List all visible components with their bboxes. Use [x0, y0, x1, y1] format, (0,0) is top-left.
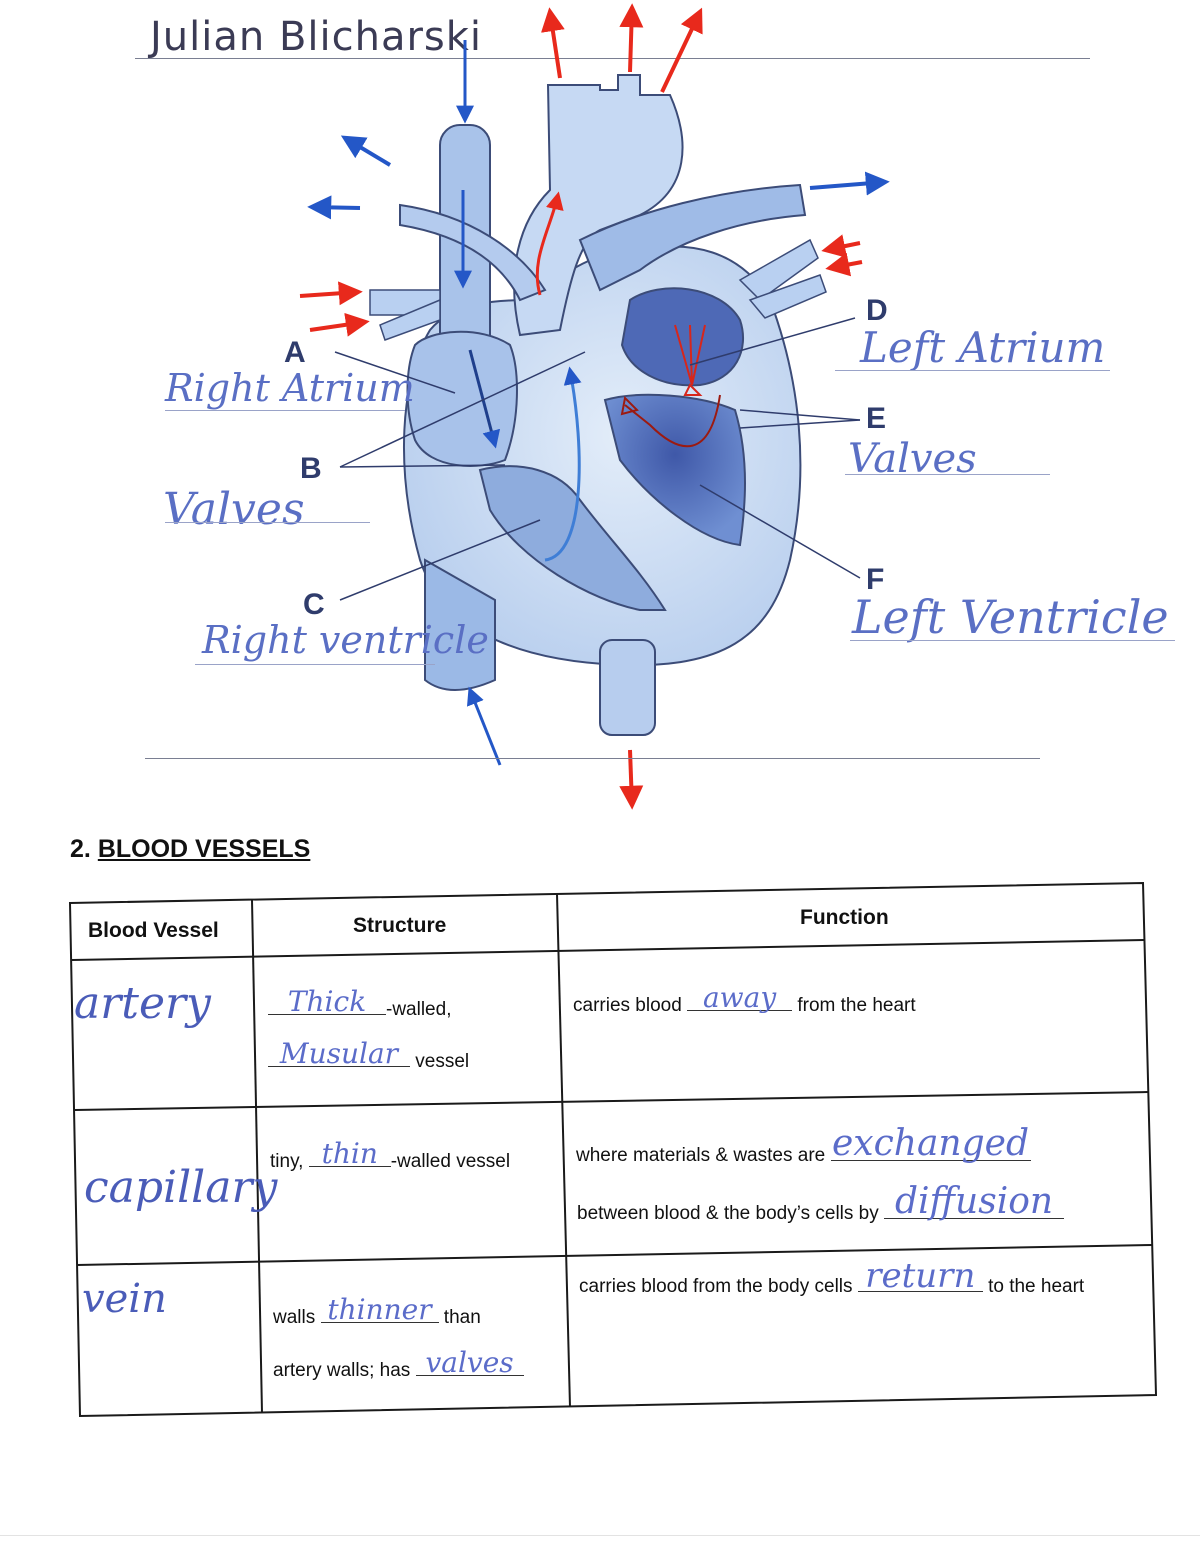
student-name: Julian Blicharski: [150, 14, 483, 60]
vein-structure-line1: walls thinner than: [273, 1293, 481, 1329]
scan-edge-line: [0, 1535, 1200, 1536]
label-b: B: [300, 452, 322, 485]
blue-arrow-ivc: [466, 686, 502, 766]
answer-a: Right Atrium: [165, 366, 415, 410]
vein-function-fill: return: [865, 1256, 976, 1296]
name-line: [135, 58, 1090, 59]
red-arrow-aorta-2: [619, 3, 644, 73]
heart-diagram: [299, 3, 890, 810]
red-arrow-down: [619, 749, 644, 810]
red-arrow-pv-left-2: [309, 312, 370, 337]
blue-arrow-rv: [544, 366, 582, 562]
red-arrow-pv-left-1: [299, 281, 363, 306]
vein-function: carries blood from the body cells return…: [579, 1256, 1085, 1297]
artery-structure-line2: Musular vessel: [268, 1040, 469, 1073]
pulmonary-artery-left: [399, 203, 547, 302]
answer-c: Right ventricle: [202, 618, 489, 662]
answer-d: Left Atrium: [860, 323, 1106, 372]
vein-structure-line2: artery walls; has valves: [273, 1349, 524, 1382]
answer-b: Valves: [163, 484, 305, 535]
label-e: E: [866, 402, 887, 435]
vessel-artery: artery: [74, 978, 211, 1029]
blue-arrow-pa-left-2: [307, 195, 361, 220]
right-ventricle: [478, 465, 667, 611]
red-arrow-aorta-1: [541, 7, 565, 79]
label-f: F: [866, 563, 885, 596]
red-arrow-inside-aorta: [535, 191, 564, 296]
label-d: D: [866, 294, 888, 327]
artery-structure-line1: Thick-walled,: [268, 988, 451, 1021]
diagram-bottom-line: [145, 758, 1040, 759]
vein-structure-fill1: thinner: [327, 1293, 432, 1326]
capillary-function-line1: where materials & wastes are exchanged: [576, 1123, 1031, 1166]
section-heading: BLOOD VESSELS: [97, 835, 311, 863]
left-ventricle: [603, 393, 746, 547]
artery-function: carries blood away from the heart: [573, 981, 916, 1017]
descending-aorta: [599, 639, 656, 736]
blue-arrow-pa-right: [809, 171, 890, 196]
answer-f: Left Ventricle: [852, 590, 1169, 644]
artery-structure-fill1: Thick: [287, 985, 367, 1018]
capillary-structure-fill: thin: [321, 1137, 378, 1170]
pulmonary-artery: [578, 183, 807, 292]
vein-structure-fill2: valves: [425, 1346, 514, 1379]
capillary-structure: tiny, thin-walled vessel: [270, 1137, 511, 1173]
red-arrow-pv-right-1: [821, 234, 861, 258]
label-a: A: [284, 336, 306, 369]
blue-arrow-pa-left-1: [340, 135, 392, 167]
section-number: 2.: [70, 835, 91, 863]
capillary-function-line2: between blood & the body’s cells by diff…: [577, 1184, 1065, 1225]
red-arrow-aorta-3: [660, 7, 703, 93]
artery-structure-fill2: Musular: [279, 1037, 399, 1070]
header-structure: Structure: [353, 914, 447, 937]
capillary-function-fill2: diffusion: [894, 1181, 1054, 1222]
label-c: C: [303, 588, 325, 621]
header-blood-vessel: Blood Vessel: [88, 919, 219, 942]
section-title: 2. BLOOD VESSELS: [70, 835, 310, 864]
artery-function-fill: away: [702, 981, 777, 1014]
vessel-capillary: capillary: [84, 1162, 278, 1213]
vessel-vein: vein: [82, 1276, 167, 1322]
left-atrium: [620, 287, 745, 387]
blue-arrow-ra: [468, 349, 501, 449]
inferior-vena-cava: [424, 558, 496, 691]
red-arrow-pv-right-2: [825, 252, 863, 277]
header-function: Function: [800, 906, 889, 929]
capillary-function-fill1: exchanged: [832, 1123, 1029, 1164]
